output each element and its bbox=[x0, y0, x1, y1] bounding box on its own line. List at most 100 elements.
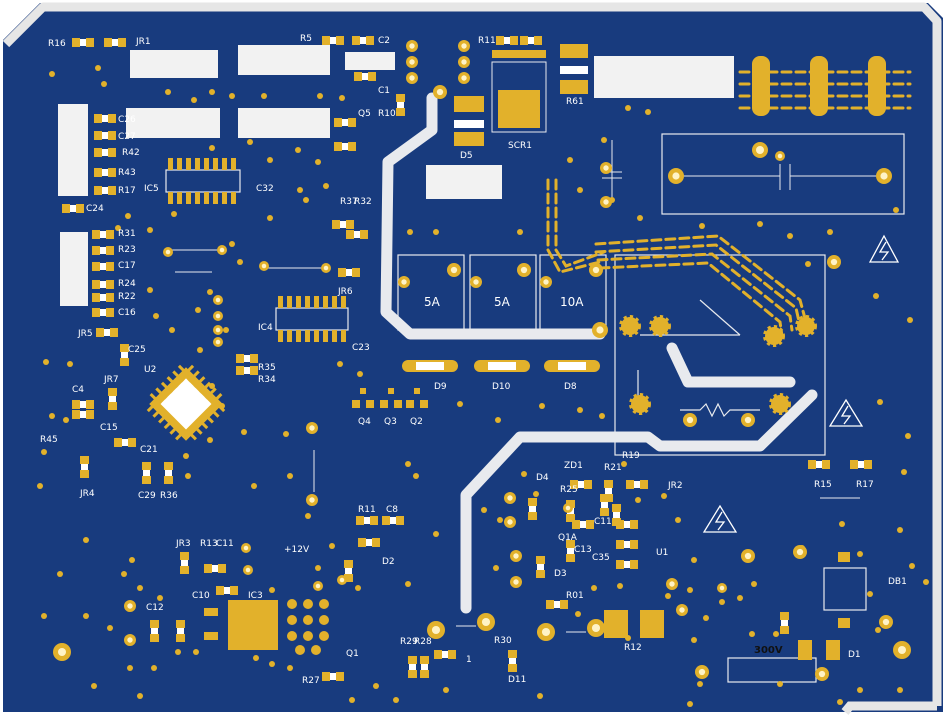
label-r16: R16 bbox=[48, 39, 66, 49]
smd-pad bbox=[86, 400, 94, 409]
smd-pad bbox=[120, 358, 129, 366]
via bbox=[457, 401, 463, 407]
smd-body bbox=[330, 673, 336, 680]
smd-body bbox=[509, 658, 516, 664]
label-r10: R10 bbox=[378, 109, 396, 119]
label-r19: R19 bbox=[622, 451, 640, 461]
smd-body bbox=[605, 488, 612, 494]
smd-pad bbox=[626, 480, 634, 489]
smd-body bbox=[364, 517, 370, 524]
label-u1: U1 bbox=[656, 548, 668, 558]
smd-pad bbox=[566, 514, 575, 522]
smd-pad bbox=[536, 556, 545, 564]
smd-pad bbox=[370, 516, 378, 525]
via bbox=[675, 517, 681, 523]
label-c35: C35 bbox=[592, 553, 610, 563]
label-ic4: IC4 bbox=[258, 323, 273, 333]
smd-pad bbox=[630, 540, 638, 549]
label-d2: D2 bbox=[382, 557, 395, 567]
label-r43: R43 bbox=[118, 168, 136, 178]
board-edge bbox=[2, 2, 942, 706]
smd-pad bbox=[366, 36, 374, 45]
smd-pad bbox=[334, 142, 342, 151]
smd-pad bbox=[448, 650, 456, 659]
via bbox=[223, 327, 229, 333]
smd-pad bbox=[560, 600, 568, 609]
label-r23: R23 bbox=[118, 245, 136, 255]
smd-pad bbox=[120, 344, 129, 352]
label-c13: C13 bbox=[574, 545, 592, 555]
via bbox=[195, 307, 201, 313]
via bbox=[577, 407, 583, 413]
smd-pad bbox=[142, 462, 151, 470]
smd-body bbox=[567, 548, 574, 554]
smd-pad bbox=[382, 516, 390, 525]
label-db1: DB1 bbox=[888, 577, 907, 587]
smd-pad bbox=[616, 560, 624, 569]
smd-pad bbox=[604, 480, 613, 488]
tht-hole bbox=[127, 637, 133, 643]
label-relay-5a-2: 5A bbox=[494, 295, 511, 309]
via bbox=[719, 599, 725, 605]
via bbox=[637, 215, 643, 221]
smd-pad bbox=[72, 38, 80, 47]
via bbox=[617, 583, 623, 589]
via bbox=[315, 565, 321, 571]
smd-body bbox=[330, 37, 336, 44]
via bbox=[687, 587, 693, 593]
smd-pad bbox=[142, 476, 151, 484]
smd-pad bbox=[420, 670, 429, 678]
smd-body bbox=[244, 367, 250, 374]
smd-body bbox=[100, 263, 106, 270]
via bbox=[575, 611, 581, 617]
smd-pad bbox=[396, 108, 405, 116]
smd-body bbox=[624, 541, 630, 548]
via bbox=[37, 483, 43, 489]
smd-pad bbox=[72, 410, 80, 419]
smd-pad bbox=[106, 262, 114, 271]
label-hv-rating: 300V bbox=[754, 645, 783, 656]
db1-pads bbox=[798, 552, 850, 660]
via bbox=[355, 585, 361, 591]
smd-pad bbox=[508, 650, 517, 658]
smd-pad bbox=[250, 354, 258, 363]
label-c15: C15 bbox=[100, 423, 118, 433]
tht-hole bbox=[401, 279, 407, 285]
high-voltage-warning-icon bbox=[828, 398, 864, 427]
transistor-set bbox=[352, 388, 428, 408]
smd-body bbox=[122, 439, 128, 446]
tht-hole bbox=[450, 266, 458, 274]
label-c25: C25 bbox=[128, 345, 146, 355]
label-d8: D8 bbox=[564, 382, 577, 392]
via bbox=[57, 571, 63, 577]
smd-pad bbox=[150, 634, 159, 642]
u2-qfp-package bbox=[146, 364, 226, 441]
smd-pad bbox=[348, 118, 356, 127]
via bbox=[497, 517, 503, 523]
via bbox=[337, 361, 343, 367]
label-r42: R42 bbox=[122, 148, 140, 158]
smd-pad bbox=[346, 230, 354, 239]
tht-hole bbox=[215, 339, 221, 345]
label-jr6: JR6 bbox=[337, 287, 353, 297]
smd-pad bbox=[434, 650, 442, 659]
smd-body bbox=[109, 396, 116, 402]
smd-pad bbox=[150, 620, 159, 628]
label-relay-5a-1: 5A bbox=[424, 295, 441, 309]
r61-package bbox=[560, 44, 588, 94]
label-c23: C23 bbox=[352, 343, 370, 353]
smd-body bbox=[244, 355, 250, 362]
via bbox=[193, 649, 199, 655]
smd-body bbox=[390, 517, 396, 524]
smd-pad bbox=[534, 36, 542, 45]
smd-pad bbox=[510, 36, 518, 45]
smd-pad bbox=[344, 574, 353, 582]
via bbox=[267, 215, 273, 221]
smd-body bbox=[624, 521, 630, 528]
silkscreen-lines bbox=[170, 140, 886, 633]
via bbox=[539, 403, 545, 409]
tht-hole bbox=[719, 585, 725, 591]
label-d5: D5 bbox=[460, 151, 473, 161]
smd-pad bbox=[336, 672, 344, 681]
via bbox=[229, 241, 235, 247]
